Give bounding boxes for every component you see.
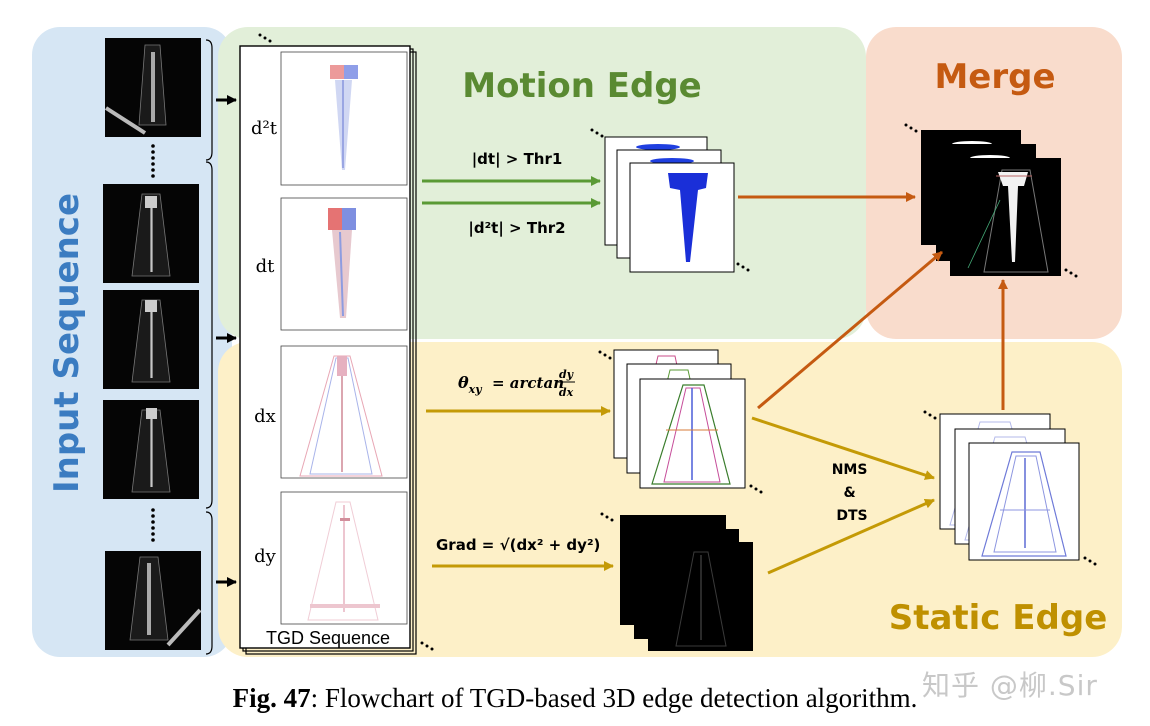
formula-d2t-threshold: |d²t| > Thr2 [468, 219, 565, 238]
tgd-dt-image [280, 197, 408, 331]
static-edge-panel [218, 342, 1122, 657]
gradient-stack-dots [600, 512, 614, 522]
ampersand-label: & [843, 485, 855, 501]
tgd-stack-dots-bottom [420, 641, 434, 651]
formula-theta-lhs: θxy [458, 373, 483, 396]
arrow-direction-to-merge [757, 250, 943, 410]
figure-number: Fig. 47 [232, 683, 311, 713]
input-frame-5 [105, 551, 202, 650]
arrow-direction-to-static [751, 416, 935, 480]
direction-edge-stack [613, 349, 746, 489]
motion-edge-stack [604, 136, 735, 273]
figure-caption: Fig. 47: Flowchart of TGD-based 3D edge … [0, 683, 1150, 714]
input-frame-2 [103, 184, 199, 283]
tgd-channel-label-d2t: d²t [251, 118, 278, 139]
input-frame-4 [103, 400, 199, 499]
input-bracket-3 [205, 511, 213, 655]
input-frame-dots-2 [151, 508, 155, 542]
merge-stack-dots [904, 123, 1078, 278]
tgd-channel-label-dt: dt [256, 256, 276, 277]
tgd-channel-label-dy: dy [254, 546, 277, 567]
tgd-dx-image [280, 345, 408, 479]
merge-output-stack [921, 130, 1061, 276]
dts-label: DTS [836, 508, 867, 524]
merge-title: Merge [934, 57, 1055, 97]
gradient-magnitude-stack [620, 515, 753, 651]
input-frame-3 [103, 290, 199, 389]
tgd-dy-image [280, 491, 408, 625]
input-bracket-2 [205, 161, 213, 509]
figure-caption-text: : Flowchart of TGD-based 3D edge detecti… [310, 683, 918, 713]
tgd-channel-label-dx: dx [254, 406, 276, 427]
static-edge-title: Static Edge [889, 598, 1108, 638]
input-bracket-1 [205, 39, 213, 161]
tgd-d2t-image [280, 51, 408, 186]
arrow-gradient-to-static [767, 498, 935, 575]
motion-stack-dots [590, 128, 750, 272]
input-frame-1 [104, 38, 201, 137]
nms-label: NMS [832, 462, 868, 478]
static-stack-dots [923, 410, 1097, 566]
formula-fraction-denominator: dx [559, 386, 574, 399]
formula-theta-rhs: = arctan [492, 374, 564, 392]
formula-fraction-numerator: dy [559, 368, 575, 381]
input-sequence-title: Input Sequence [47, 193, 87, 493]
motion-edge-title: Motion Edge [462, 66, 701, 106]
tgd-stack-dots-top [258, 33, 272, 43]
nms-dts-label: NMS & DTS [832, 462, 873, 524]
watermark: 知乎 @柳.Sir [922, 669, 1098, 702]
direction-stack-dots [598, 350, 763, 494]
static-edge-stack [939, 413, 1080, 561]
tgd-sequence-label: TGD Sequence [266, 628, 390, 648]
formula-dt-threshold: |dt| > Thr1 [472, 150, 563, 169]
input-frame-dots-1 [151, 144, 155, 178]
formula-gradient: Grad = √(dx² + dy²) [436, 536, 600, 554]
